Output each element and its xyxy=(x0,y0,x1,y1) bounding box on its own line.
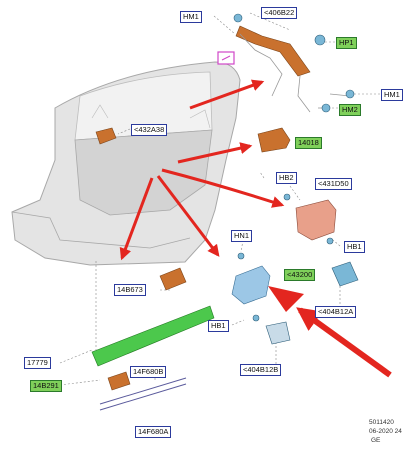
part-43200-lock xyxy=(231,252,271,305)
doc-date: 06-2020 24 xyxy=(369,428,402,435)
label-14b291: 14B291 xyxy=(30,380,62,392)
label-hb1-bottom: HB1 xyxy=(208,320,229,332)
part-14018-module xyxy=(257,127,291,153)
label-43200: <43200 xyxy=(284,269,316,281)
label-hn1: HN1 xyxy=(231,230,253,242)
part-connector-cyan-top xyxy=(233,13,355,113)
callout-arrows xyxy=(119,79,392,378)
label-404b12a: <404B12A xyxy=(315,306,357,318)
label-hp1: HP1 xyxy=(336,37,357,49)
label-431d50: <431D50 xyxy=(315,178,352,190)
label-17779: 17779 xyxy=(24,357,51,369)
label-14f680a: 14F680A xyxy=(135,426,172,438)
part-404b12b-bracket xyxy=(252,314,291,345)
part-406b22-cable xyxy=(239,33,351,113)
leader-lines xyxy=(59,12,380,386)
label-hm2: HM2 xyxy=(339,104,361,116)
label-404b12b: <404B12B xyxy=(240,364,282,376)
part-pink-key-box xyxy=(217,51,235,65)
doc-region: GE xyxy=(371,437,381,444)
part-17779-trim xyxy=(91,305,215,367)
label-14f680b: 14F680B xyxy=(130,366,167,378)
label-14b673: 14B673 xyxy=(114,284,146,296)
part-432a38-switch xyxy=(95,127,117,145)
part-14f680-cables xyxy=(99,377,187,411)
label-432a38: <432A38 xyxy=(131,124,168,136)
part-14b673-unit xyxy=(159,267,187,291)
label-406b22: <406B22 xyxy=(261,7,298,19)
label-hm1-top: HM1 xyxy=(180,11,202,23)
part-404b12a-bracket xyxy=(331,261,359,287)
label-hb1-right: HB1 xyxy=(344,241,365,253)
part-14b291-clip xyxy=(107,371,131,391)
label-hb2: HB2 xyxy=(276,172,297,184)
doc-id: 5011420 xyxy=(369,419,394,426)
label-hm1-right: HM1 xyxy=(381,89,403,101)
part-406b22-strip xyxy=(235,25,311,77)
label-14018: 14018 xyxy=(295,137,322,149)
part-431d50-latch xyxy=(283,193,337,245)
tailgate-illustration xyxy=(11,61,241,266)
